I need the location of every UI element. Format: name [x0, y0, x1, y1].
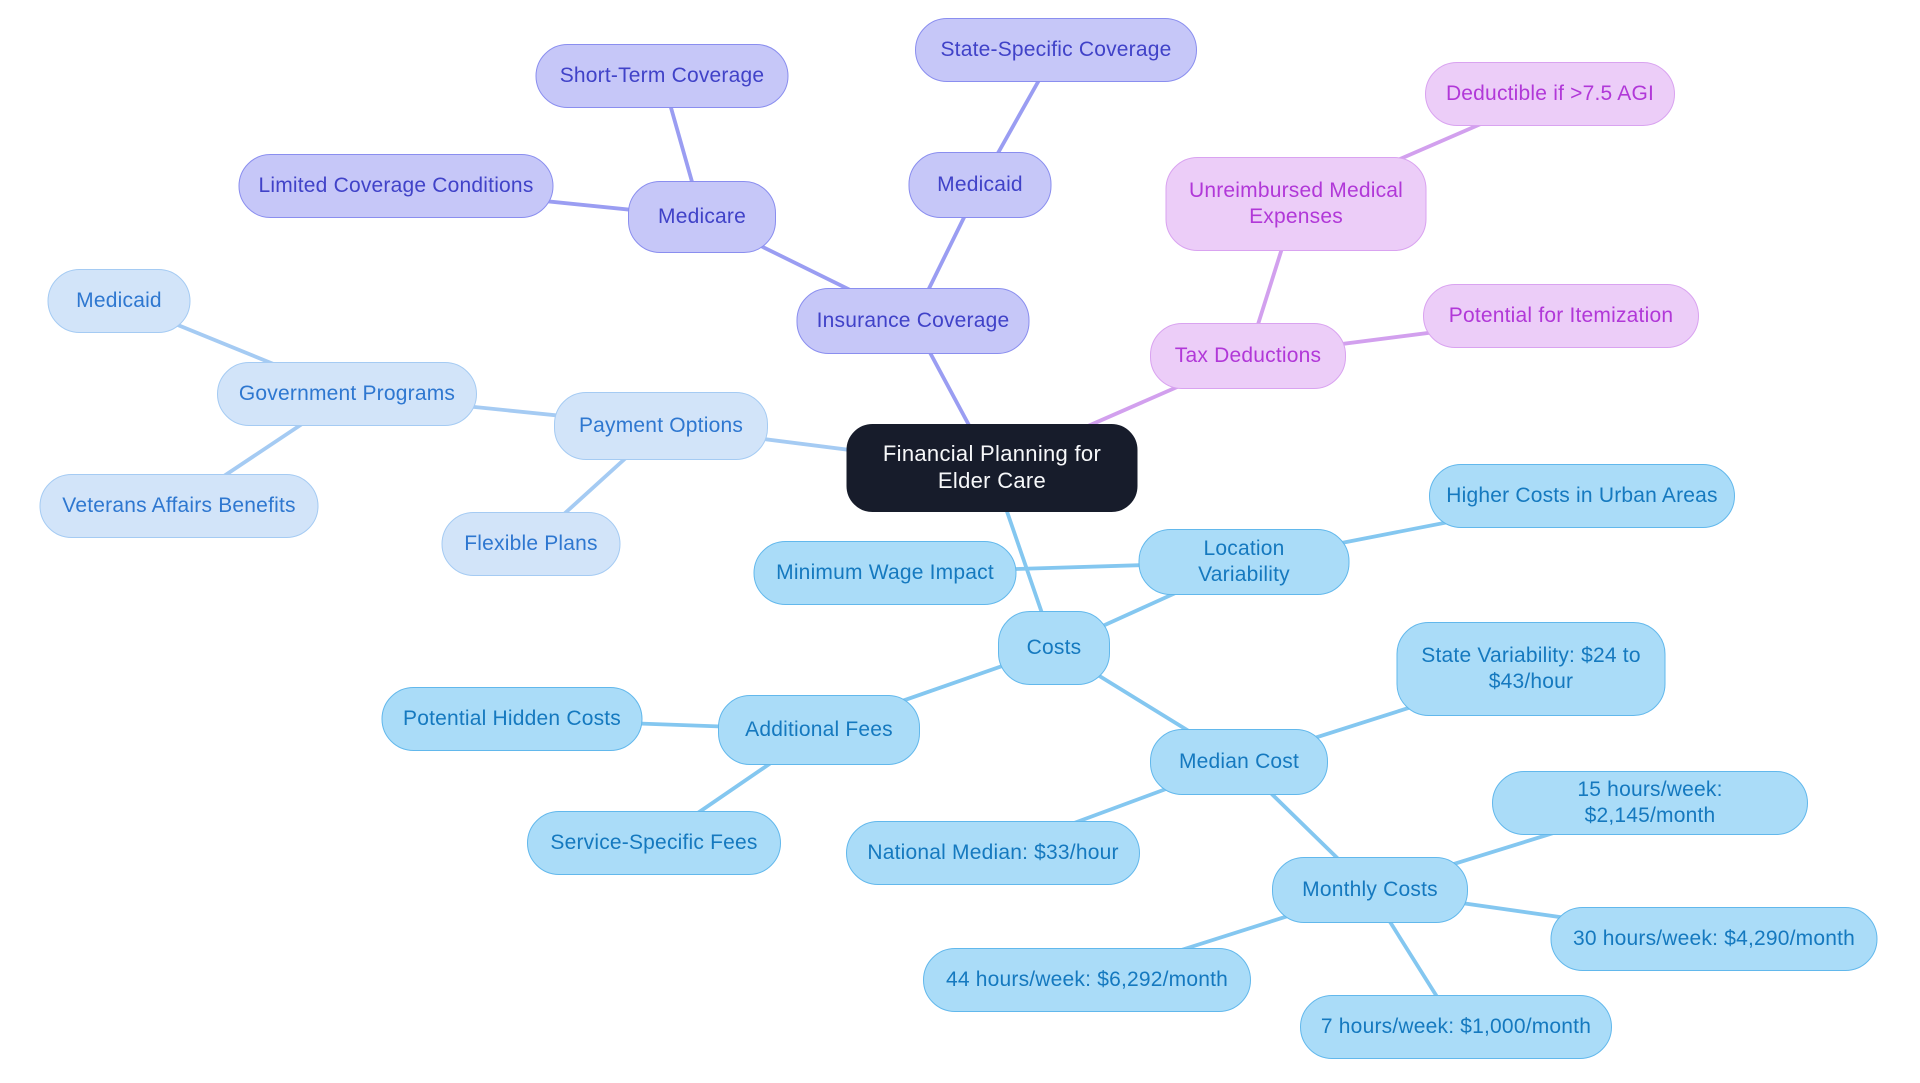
node-monthly-costs[interactable]: Monthly Costs	[1272, 857, 1468, 923]
node-government-programs[interactable]: Government Programs	[217, 362, 477, 426]
node-potential-hidden-costs[interactable]: Potential Hidden Costs	[381, 687, 643, 751]
node-short-term-coverage[interactable]: Short-Term Coverage	[535, 44, 789, 108]
node-medicaid-left[interactable]: Medicaid	[47, 269, 191, 333]
node-tax-deductions[interactable]: Tax Deductions	[1150, 323, 1346, 389]
node-unreimbursed-medical[interactable]: Unreimbursed Medical Expenses	[1165, 157, 1427, 251]
node-potential-itemization[interactable]: Potential for Itemization	[1423, 284, 1699, 348]
node-hours-7[interactable]: 7 hours/week: $1,000/month	[1300, 995, 1612, 1059]
node-higher-costs-urban[interactable]: Higher Costs in Urban Areas	[1429, 464, 1735, 528]
node-veterans-affairs[interactable]: Veterans Affairs Benefits	[39, 474, 319, 538]
node-medicare[interactable]: Medicare	[628, 181, 776, 253]
node-limited-coverage[interactable]: Limited Coverage Conditions	[238, 154, 554, 218]
node-state-specific[interactable]: State-Specific Coverage	[915, 18, 1197, 82]
node-flexible-plans[interactable]: Flexible Plans	[441, 512, 621, 576]
node-insurance-coverage[interactable]: Insurance Coverage	[796, 288, 1030, 354]
node-hours-30[interactable]: 30 hours/week: $4,290/month	[1550, 907, 1878, 971]
node-median-cost[interactable]: Median Cost	[1150, 729, 1328, 795]
node-payment-options[interactable]: Payment Options	[554, 392, 768, 460]
node-deductible-agi[interactable]: Deductible if >7.5 AGI	[1425, 62, 1675, 126]
node-hours-15[interactable]: 15 hours/week: $2,145/month	[1492, 771, 1808, 835]
node-national-median[interactable]: National Median: $33/hour	[846, 821, 1140, 885]
node-additional-fees[interactable]: Additional Fees	[718, 695, 920, 765]
node-location-variability[interactable]: Location Variability	[1138, 529, 1350, 595]
node-medicaid-top[interactable]: Medicaid	[908, 152, 1052, 218]
node-hours-44[interactable]: 44 hours/week: $6,292/month	[923, 948, 1251, 1012]
node-state-variability[interactable]: State Variability: $24 to $43/hour	[1396, 622, 1666, 716]
node-costs[interactable]: Costs	[998, 611, 1110, 685]
node-service-specific-fees[interactable]: Service-Specific Fees	[527, 811, 781, 875]
node-minimum-wage-impact[interactable]: Minimum Wage Impact	[753, 541, 1017, 605]
node-center[interactable]: Financial Planning for Elder Care	[846, 424, 1138, 512]
